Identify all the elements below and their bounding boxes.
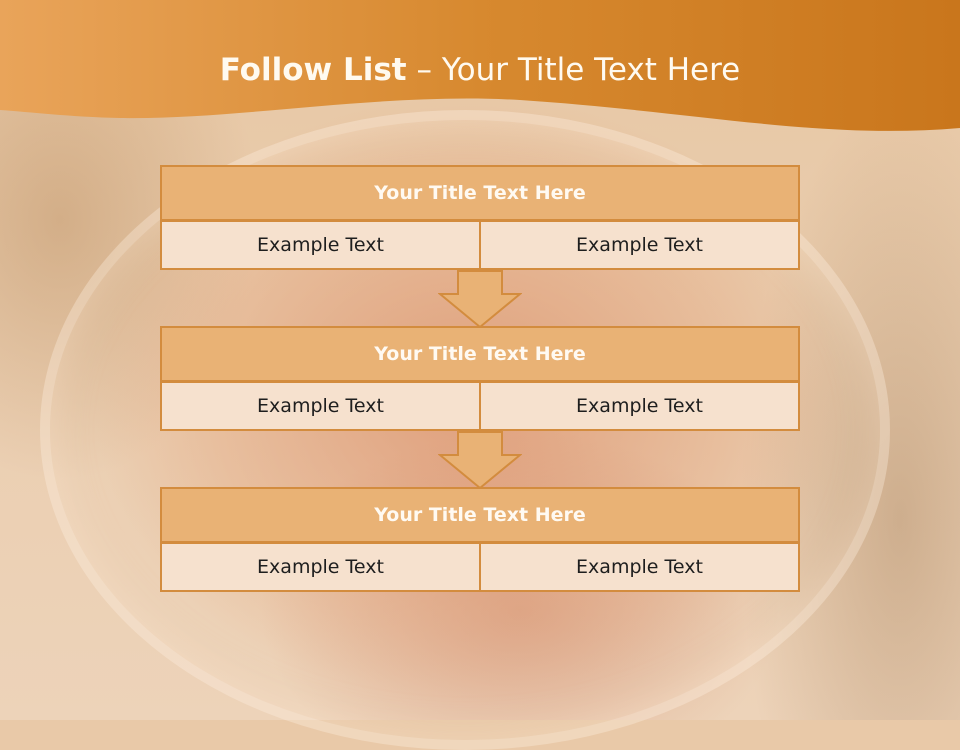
down-arrow-icon (438, 270, 522, 328)
block-cell-left: Example Text (160, 220, 481, 270)
block-cell-right: Example Text (479, 542, 800, 592)
block-title: Your Title Text Here (160, 487, 800, 543)
slide-title-bold: Follow List (219, 52, 407, 88)
header-band (0, 0, 960, 131)
slide-title: Follow List – Your Title Text Here (0, 52, 960, 88)
block-cell-right: Example Text (479, 220, 800, 270)
block-row: Example Text Example Text (160, 220, 800, 270)
block-title: Your Title Text Here (160, 326, 800, 382)
block-row: Example Text Example Text (160, 381, 800, 431)
block-title: Your Title Text Here (160, 165, 800, 221)
list-block-2: Your Title Text Here Example Text Exampl… (160, 326, 800, 431)
list-block-3: Your Title Text Here Example Text Exampl… (160, 487, 800, 592)
block-cell-right: Example Text (479, 381, 800, 431)
list-block-1: Your Title Text Here Example Text Exampl… (160, 165, 800, 270)
down-arrow-icon (438, 431, 522, 489)
block-row: Example Text Example Text (160, 542, 800, 592)
block-cell-left: Example Text (160, 381, 481, 431)
slide-title-rest: – Your Title Text Here (416, 52, 741, 88)
block-cell-left: Example Text (160, 542, 481, 592)
